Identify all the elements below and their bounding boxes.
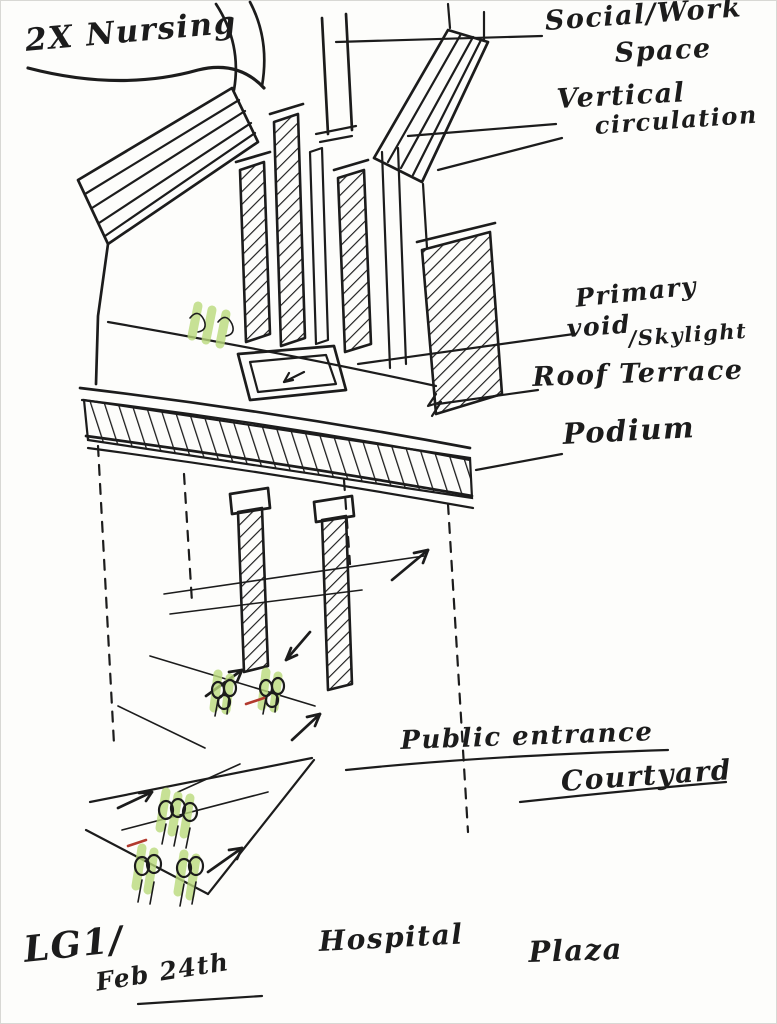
label-hospital: Hospital bbox=[317, 917, 465, 958]
podium-band bbox=[78, 386, 475, 510]
central-towers bbox=[234, 102, 373, 354]
circulation-shaft-lines bbox=[314, 12, 408, 370]
label-primary-void-line2: void bbox=[565, 309, 632, 343]
upper-green-marks bbox=[187, 301, 234, 349]
lower-cores bbox=[228, 486, 356, 692]
plaza-trees bbox=[126, 787, 205, 907]
label-podium: Podium bbox=[561, 410, 696, 451]
courtyard-trees bbox=[209, 667, 286, 717]
label-signature: LG1/ bbox=[21, 918, 126, 971]
label-social-work-line2: Space bbox=[613, 32, 713, 69]
dashed-projection-lines bbox=[96, 444, 470, 834]
left-housing-slab bbox=[76, 86, 260, 386]
skylight-void bbox=[236, 344, 348, 402]
lower-perspective-lines bbox=[117, 555, 425, 749]
right-tower bbox=[415, 182, 504, 416]
top-edge-strokes bbox=[214, 0, 266, 92]
nursing-underline-stroke bbox=[26, 65, 266, 90]
label-plaza: Plaza bbox=[527, 931, 624, 969]
right-housing-slab bbox=[372, 2, 490, 184]
annotation-leader-lines bbox=[136, 34, 728, 1006]
flow-arrows bbox=[116, 548, 430, 874]
mid-body-edge bbox=[106, 320, 438, 388]
label-roof-terrace: Roof Terrace bbox=[531, 354, 745, 393]
